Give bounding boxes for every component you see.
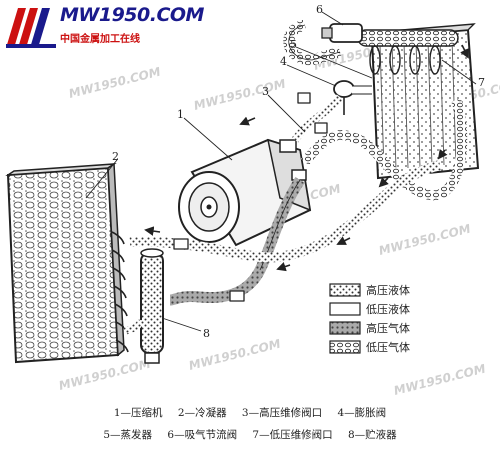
callout-4: 4 [280, 55, 287, 68]
suction-throttle-valve [321, 23, 363, 43]
watermark-text: MW1950.COM [67, 65, 162, 101]
callout-2: 2 [112, 150, 119, 163]
caption-item: 7—低压维修阀口 [252, 429, 333, 441]
watermark-text: MW1950.COM [187, 337, 282, 373]
callout-8: 8 [203, 327, 210, 340]
logo-subtitle: 中国金属加工在线 [60, 34, 140, 45]
caption-line-1: 1—压缩机 2—冷凝器 3—高压维修阀口 4—膨胀阀 [0, 405, 500, 420]
callout-7: 7 [478, 76, 485, 89]
callout-leaders [85, 11, 477, 332]
legend-swatch-high-liquid [329, 283, 361, 297]
caption-item: 6—吸气节流阀 [167, 429, 238, 441]
caption-line-2: 5—蒸发器 6—吸气节流阀 7—低压维修阀口 8—贮液器 [0, 427, 500, 442]
callout-3: 3 [262, 85, 269, 98]
legend-label-high-liquid: 高压液体 [366, 283, 410, 297]
logo-mark-icon [6, 8, 56, 48]
callout-6: 6 [316, 3, 323, 16]
legend: 高压液体 低压液体 高压气体 低压气体 [329, 283, 410, 354]
watermark-text: MW1950.COM [377, 222, 472, 258]
caption-item: 3—高压维修阀口 [241, 407, 323, 419]
receiver-drier [140, 248, 164, 364]
caption-item: 8—贮液器 [347, 429, 397, 441]
callout-5: 5 [290, 38, 297, 51]
legend-label-high-gas: 高压气体 [366, 321, 410, 335]
refrigerant-lines [123, 19, 468, 334]
flow-arrows [144, 44, 469, 272]
callout-1: 1 [177, 108, 184, 121]
watermark-text: MW1950.COM [57, 357, 152, 393]
condenser [5, 162, 129, 364]
caption-item: 2—冷凝器 [177, 407, 227, 419]
legend-swatch-low-gas [329, 340, 361, 354]
watermark-text: MW1950.COM [392, 362, 487, 398]
site-logo: MW1950.COM 中国金属加工在线 [4, 4, 204, 52]
legend-label-low-liquid: 低压液体 [366, 302, 410, 316]
watermark-text: MW1950.COM [192, 77, 287, 113]
caption-item: 5—蒸发器 [103, 429, 153, 441]
legend-swatch-high-gas [329, 321, 361, 335]
caption-item: 1—压缩机 [113, 407, 163, 419]
caption-item: 4—膨胀阀 [337, 407, 387, 419]
logo-text: MW1950.COM [60, 4, 204, 26]
legend-label-low-gas: 低压气体 [366, 340, 410, 354]
legend-swatch-low-liquid [329, 302, 361, 316]
